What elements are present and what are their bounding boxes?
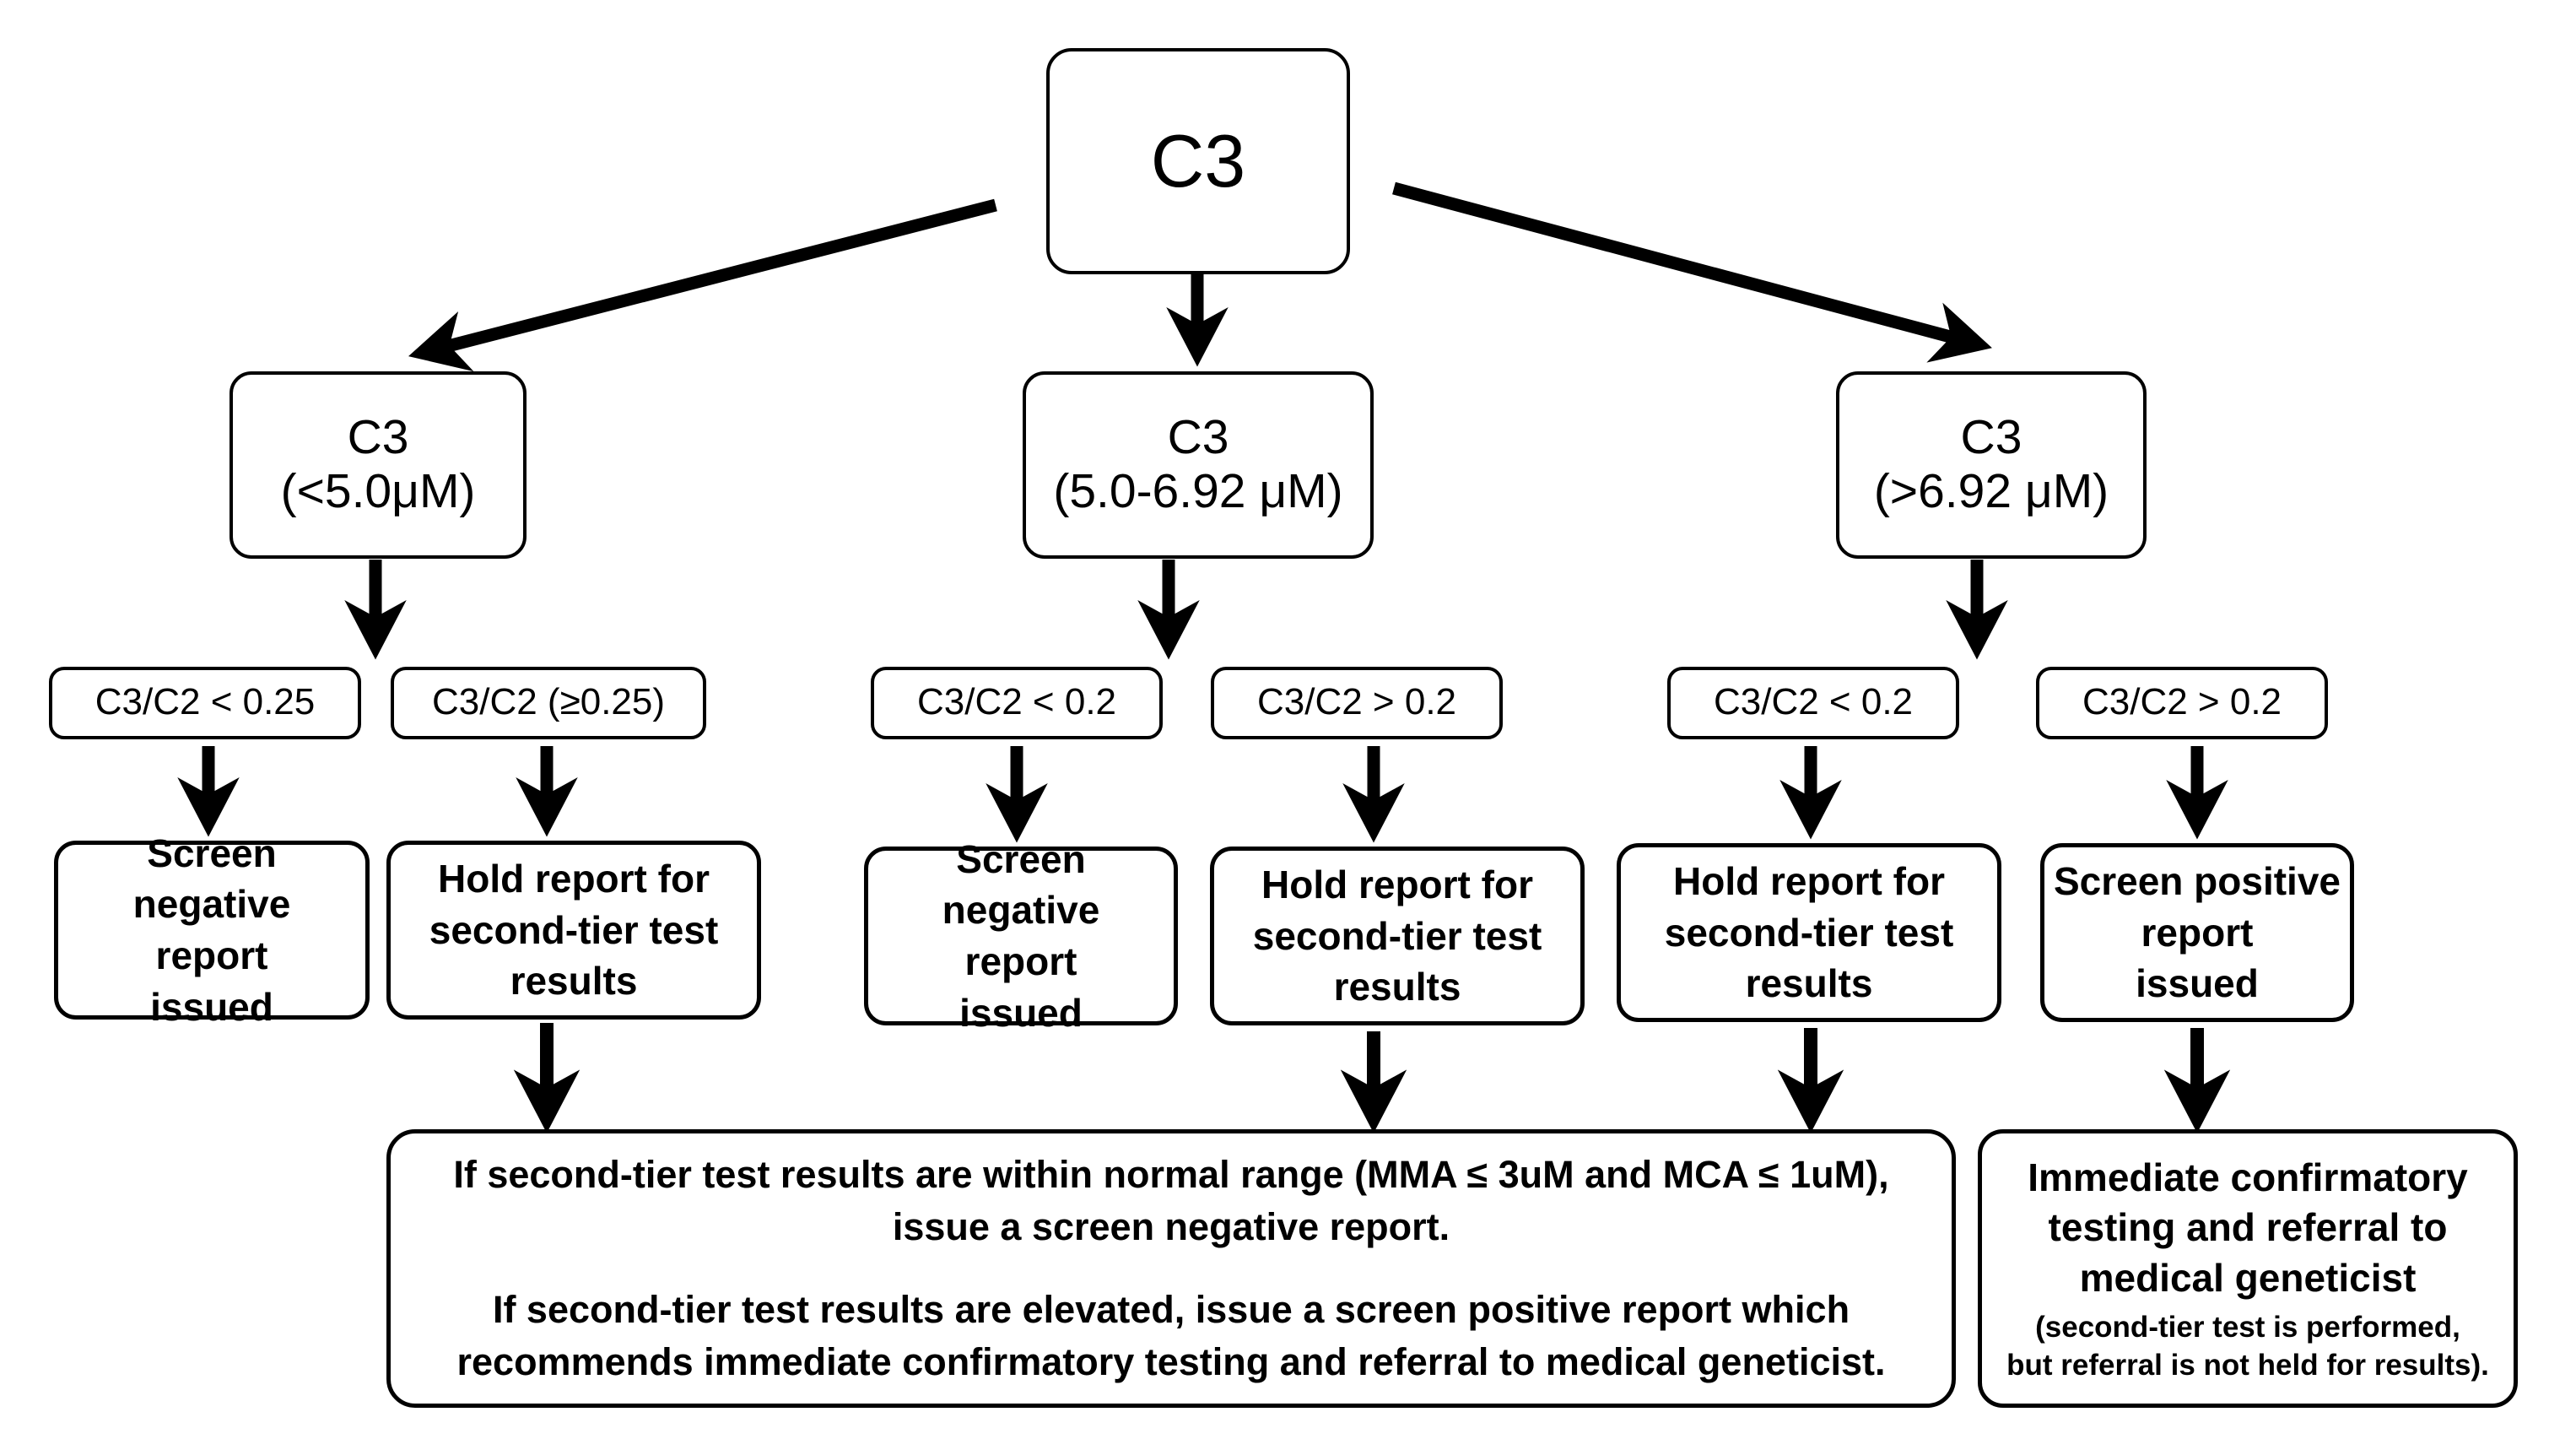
node-ratio-mid-b-label: C3/C2 > 0.2 <box>1256 680 1457 722</box>
node-ratio-low-a[interactable]: C3/C2 < 0.25 <box>49 667 361 739</box>
node-c3-mid[interactable]: C3 (5.0-6.92 μM) <box>1023 371 1374 559</box>
node-action-screen-negative-2-label: Screen negative report issued <box>942 836 1100 1035</box>
node-immediate-confirmatory[interactable]: Immediate confirmatory testing and refer… <box>1978 1129 2518 1408</box>
node-action-hold-report-1-label: Hold report for second-tier test results <box>429 856 719 1004</box>
node-c3-mid-label: C3 (5.0-6.92 μM) <box>1053 410 1343 518</box>
node-action-screen-positive-label: Screen positive report issued <box>2053 858 2341 1006</box>
node-action-screen-negative-1[interactable]: Screen negative report issued <box>54 831 370 1029</box>
node-action-screen-positive[interactable]: Screen positive report issued <box>2040 843 2354 1022</box>
node-c3-low[interactable]: C3 (<5.0μM) <box>230 371 527 559</box>
node-second-tier-summary[interactable]: If second-tier test results are within n… <box>386 1129 1956 1408</box>
node-ratio-low-b[interactable]: C3/C2 (≥0.25) <box>391 667 706 739</box>
node-root-c3[interactable]: C3 <box>1046 48 1350 274</box>
node-c3-high-label: C3 (>6.92 μM) <box>1873 410 2109 518</box>
node-action-hold-report-3[interactable]: Hold report for second-tier test results <box>1617 843 2001 1022</box>
final-main-text: Immediate confirmatory testing and refer… <box>2028 1155 2468 1301</box>
node-ratio-low-a-label: C3/C2 < 0.25 <box>95 680 316 722</box>
node-action-screen-negative-1-label: Screen negative report issued <box>132 830 291 1029</box>
summary-paragraph-1: If second-tier test results are within n… <box>453 1153 1889 1249</box>
node-action-hold-report-2-label: Hold report for second-tier test results <box>1252 862 1542 1009</box>
node-ratio-high-b[interactable]: C3/C2 > 0.2 <box>2036 667 2328 739</box>
node-ratio-high-b-label: C3/C2 > 0.2 <box>2082 680 2282 722</box>
node-c3-high[interactable]: C3 (>6.92 μM) <box>1836 371 2147 559</box>
node-c3-low-label: C3 (<5.0μM) <box>280 410 476 518</box>
summary-paragraph-2: If second-tier test results are elevated… <box>456 1287 1886 1383</box>
node-action-screen-negative-2[interactable]: Screen negative report issued <box>864 837 1178 1035</box>
node-action-hold-report-3-label: Hold report for second-tier test results <box>1664 858 1954 1006</box>
node-action-hold-report-1[interactable]: Hold report for second-tier test results <box>386 841 761 1020</box>
node-action-hold-report-2[interactable]: Hold report for second-tier test results <box>1210 847 1585 1025</box>
node-root-c3-label: C3 <box>1150 118 1246 203</box>
node-ratio-mid-b[interactable]: C3/C2 > 0.2 <box>1211 667 1503 739</box>
node-ratio-high-a[interactable]: C3/C2 < 0.2 <box>1667 667 1959 739</box>
arrow-root-to-c3-high <box>1392 181 1992 363</box>
node-ratio-mid-a[interactable]: C3/C2 < 0.2 <box>871 667 1163 739</box>
arrow-root-to-c3-low <box>408 198 997 372</box>
node-ratio-low-b-label: C3/C2 (≥0.25) <box>431 680 666 722</box>
node-ratio-high-a-label: C3/C2 < 0.2 <box>1713 680 1914 722</box>
node-ratio-mid-a-label: C3/C2 < 0.2 <box>916 680 1117 722</box>
final-sub-text: (second-tier test is performed, but refe… <box>2006 1310 2489 1382</box>
